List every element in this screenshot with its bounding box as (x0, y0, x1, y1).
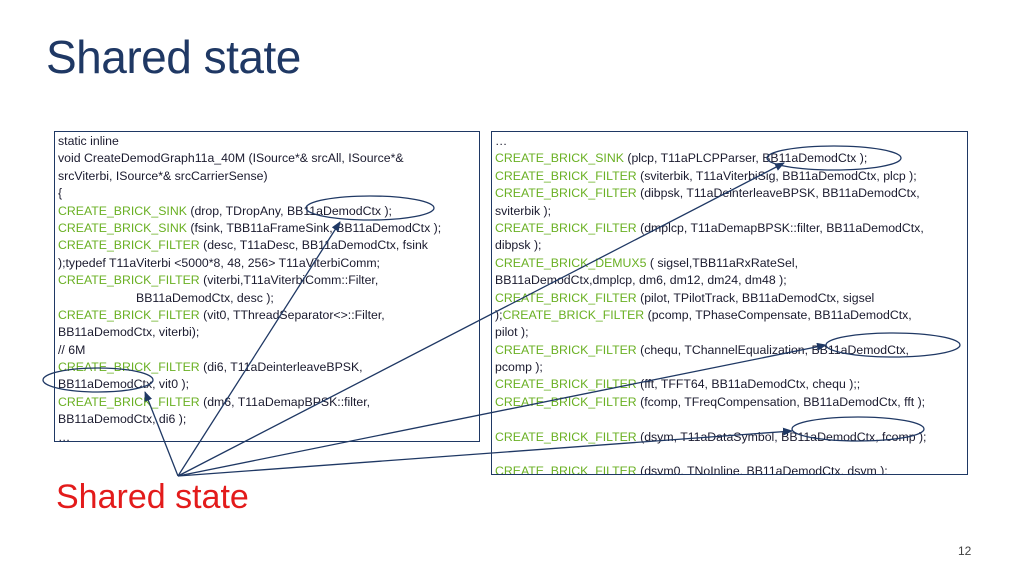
code-line: pcomp ); (495, 359, 967, 376)
code-keyword: CREATE_BRICK_FILTER (495, 377, 637, 392)
code-keyword: CREATE_BRICK_FILTER (495, 220, 637, 235)
code-line: // 6M (58, 342, 479, 359)
code-text: ); (495, 307, 503, 322)
code-line: { (58, 185, 479, 202)
code-line: CREATE_BRICK_SINK (fsink, TBB11aFrameSin… (58, 220, 479, 237)
code-text: );typedef T11aViterbi <5000*8, 48, 256> … (58, 255, 380, 270)
code-line: CREATE_BRICK_DEMUX5 ( sigsel,TBB11aRxRat… (495, 255, 967, 272)
code-line: CREATE_BRICK_FILTER (chequ, TChannelEqua… (495, 342, 967, 359)
code-line: void CreateDemodGraph11a_40M (ISource*& … (58, 150, 479, 167)
code-text: (di6, T11aDeinterleaveBPSK, (199, 360, 363, 375)
page-number: 12 (958, 544, 972, 558)
code-line: BB11aDemodCtx, desc ); (58, 290, 479, 307)
code-line: BB11aDemodCtx, vit0 ); (58, 376, 479, 393)
code-line: CREATE_BRICK_FILTER (pilot, TPilotTrack,… (495, 290, 967, 307)
code-text: (chequ, TChannelEqualization, BB11aDemod… (636, 342, 909, 357)
code-text: (dibpsk, T11aDeinterleaveBPSK, BB11aDemo… (636, 186, 920, 201)
code-line: CREATE_BRICK_FILTER (desc, T11aDesc, BB1… (58, 237, 479, 254)
code-text: (drop, TDropAny, BB11aDemodCtx ); (186, 203, 392, 218)
code-text: BB11aDemodCtx, di6 ); (58, 412, 187, 427)
code-text: (dm6, T11aDemapBPSK::filter, (199, 394, 371, 409)
code-text: ( sigsel,TBB11aRxRateSel, (646, 255, 798, 270)
code-text: dibpsk ); (495, 238, 542, 253)
code-keyword: CREATE_BRICK_FILTER (495, 342, 637, 357)
code-text: BB11aDemodCtx, desc ); (136, 290, 274, 305)
code-text: (pilot, TPilotTrack, BB11aDemodCtx, sigs… (636, 290, 875, 305)
code-line: CREATE_BRICK_FILTER (fft, TFFT64, BB11aD… (495, 376, 967, 393)
code-keyword: CREATE_BRICK_FILTER (502, 307, 645, 322)
code-keyword: CREATE_BRICK_FILTER (495, 186, 637, 201)
slide-title: Shared state (46, 31, 301, 83)
code-line: CREATE_BRICK_FILTER (fcomp, TFreqCompens… (495, 394, 967, 411)
code-line: );CREATE_BRICK_FILTER (pcomp, TPhaseComp… (495, 307, 967, 324)
code-text: srcViterbi, ISource*& srcCarrierSense) (58, 168, 268, 183)
left-code-block: static inline void CreateDemodGraph11a_40… (54, 131, 480, 442)
shared-state-annotation: Shared state (56, 478, 249, 516)
code-line: CREATE_BRICK_FILTER (dsym, T11aDataSymbo… (495, 429, 967, 446)
code-keyword: CREATE_BRICK_SINK (58, 220, 187, 235)
code-line: dibpsk ); (495, 237, 967, 254)
code-line: BB11aDemodCtx, viterbi); (58, 324, 479, 341)
code-text: static inline (58, 134, 119, 148)
code-text: // 6M (58, 342, 86, 357)
code-keyword: CREATE_BRICK_FILTER (58, 360, 200, 375)
right-code-block: … CREATE_BRICK_SINK (plcp, T11aPLCPParser… (491, 131, 968, 475)
code-text: (dsym, T11aDataSymbol, BB11aDemodCtx, fc… (636, 429, 927, 444)
code-text: (vit0, TThreadSeparator<>::Filter, (199, 307, 385, 322)
code-keyword: CREATE_BRICK_DEMUX5 (495, 255, 647, 270)
code-text: { (58, 186, 63, 201)
code-text: (fsink, TBB11aFrameSink, BB11aDemodCtx )… (186, 220, 442, 235)
code-keyword: CREATE_BRICK_FILTER (495, 464, 637, 475)
code-line: CREATE_BRICK_SINK (drop, TDropAny, BB11a… (58, 203, 479, 220)
code-text: (desc, T11aDesc, BB11aDemodCtx, fsink (199, 238, 428, 253)
code-line: CREATE_BRICK_FILTER (sviterbik, T11aVite… (495, 168, 967, 185)
code-line: CREATE_BRICK_FILTER (viterbi,T11aViterbi… (58, 272, 479, 289)
code-line: CREATE_BRICK_FILTER (dm6, T11aDemapBPSK:… (58, 394, 479, 411)
code-keyword: CREATE_BRICK_FILTER (58, 238, 200, 253)
code-keyword: CREATE_BRICK_FILTER (495, 290, 637, 305)
code-keyword: CREATE_BRICK_FILTER (58, 307, 200, 322)
code-text: BB11aDemodCtx,dmplcp, dm6, dm12, dm24, d… (495, 273, 787, 288)
code-line: BB11aDemodCtx,dmplcp, dm6, dm12, dm24, d… (495, 272, 967, 289)
code-line: CREATE_BRICK_FILTER (dmplcp, T11aDemapBP… (495, 220, 967, 237)
code-text: void CreateDemodGraph11a_40M (ISource*& … (58, 151, 404, 166)
code-line: CREATE_BRICK_FILTER (vit0, TThreadSepara… (58, 307, 479, 324)
code-text: … (58, 429, 71, 442)
code-keyword: CREATE_BRICK_SINK (58, 203, 187, 218)
code-text: sviterbik ); (495, 203, 552, 218)
code-line: static inline (58, 133, 479, 150)
code-text: BB11aDemodCtx, vit0 ); (58, 377, 189, 392)
code-keyword: CREATE_BRICK_FILTER (495, 429, 637, 444)
code-keyword: CREATE_BRICK_FILTER (58, 273, 200, 288)
code-text: (fcomp, TFreqCompensation, BB11aDemodCtx… (636, 394, 926, 409)
code-text: pcomp ); (495, 360, 543, 375)
code-line: sviterbik ); (495, 203, 967, 220)
code-keyword: CREATE_BRICK_FILTER (495, 168, 637, 183)
code-text: (pcomp, TPhaseCompensate, BB11aDemodCtx, (644, 307, 912, 322)
code-line: );typedef T11aViterbi <5000*8, 48, 256> … (58, 255, 479, 272)
code-line: pilot ); (495, 324, 967, 341)
code-keyword: CREATE_BRICK_FILTER (58, 394, 200, 409)
code-text: BB11aDemodCtx, viterbi); (58, 325, 200, 340)
code-text: (viterbi,T11aViterbiComm::Filter, (199, 273, 379, 288)
code-line: CREATE_BRICK_SINK (plcp, T11aPLCPParser,… (495, 150, 967, 167)
code-line: CREATE_BRICK_FILTER (di6, T11aDeinterlea… (58, 359, 479, 376)
code-line (495, 446, 967, 463)
code-text: pilot ); (495, 325, 529, 340)
code-line: BB11aDemodCtx, di6 ); (58, 411, 479, 428)
code-text: (plcp, T11aPLCPParser, BB11aDemodCtx ); (623, 151, 868, 166)
code-line: srcViterbi, ISource*& srcCarrierSense) (58, 168, 479, 185)
code-text: (sviterbik, T11aViterbiSig, BB11aDemodCt… (636, 168, 917, 183)
code-keyword: CREATE_BRICK_SINK (495, 151, 624, 166)
code-text: … (495, 134, 508, 148)
code-line: CREATE_BRICK_FILTER (dsym0, TNoInline, B… (495, 463, 967, 475)
code-text: (fft, TFFT64, BB11aDemodCtx, chequ );; (636, 377, 861, 392)
code-text: (dsym0, TNoInline, BB11aDemodCtx, dsym )… (636, 464, 888, 475)
code-line: CREATE_BRICK_FILTER (dibpsk, T11aDeinter… (495, 185, 967, 202)
code-keyword: CREATE_BRICK_FILTER (495, 394, 637, 409)
code-line (495, 411, 967, 428)
code-line: … (495, 133, 967, 150)
code-line: … (58, 429, 479, 442)
code-text: (dmplcp, T11aDemapBPSK::filter, BB11aDem… (636, 220, 924, 235)
